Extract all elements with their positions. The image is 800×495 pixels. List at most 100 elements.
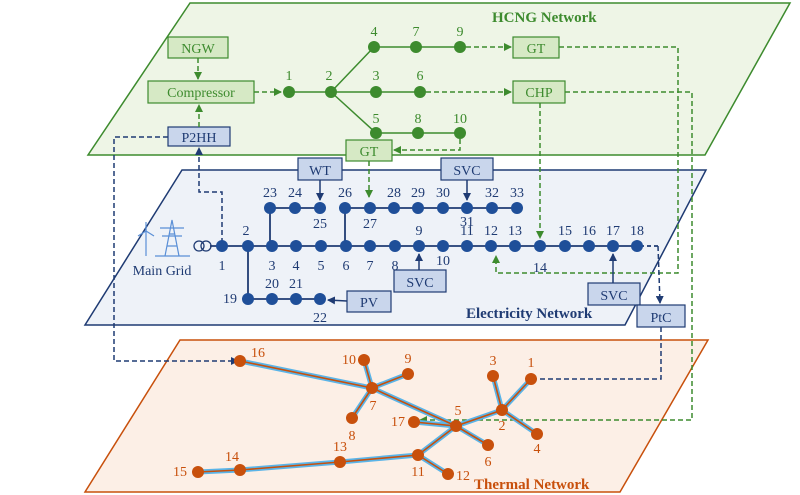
heat-node-14 (234, 464, 246, 476)
wt-label: WT (309, 164, 331, 179)
bus-14 (534, 240, 546, 252)
bus-27 (364, 202, 376, 214)
bus-14-label: 14 (533, 261, 547, 276)
bus-28-label: 28 (387, 186, 401, 201)
bus-6 (340, 240, 352, 252)
heat-node-9-label: 9 (405, 352, 412, 367)
bus-20 (266, 293, 278, 305)
gas-node-8 (412, 127, 424, 139)
gt-top-label: GT (527, 42, 546, 57)
gas-node-5-label: 5 (373, 112, 380, 127)
gt-bottom-label: GT (360, 145, 379, 160)
pv-box: PV (346, 290, 392, 313)
bus-10 (437, 240, 449, 252)
heat-node-9 (402, 368, 414, 380)
electricity-bus-labels: 1 2 3 4 5 6 7 8 9 10 11 12 13 14 15 16 1… (219, 186, 645, 326)
bus-15-label: 15 (558, 224, 572, 239)
bus-31-label: 31 (460, 215, 474, 230)
chp-box: CHP (512, 80, 566, 104)
svc-right-label: SVC (600, 289, 627, 304)
bus-28 (388, 202, 400, 214)
gas-node-3-label: 3 (373, 69, 380, 84)
bus-32 (486, 202, 498, 214)
bus-9-label: 9 (416, 224, 423, 239)
heat-node-8 (346, 412, 358, 424)
electricity-buses (216, 202, 643, 305)
bus-9 (413, 240, 425, 252)
bus-4-label: 4 (293, 259, 300, 274)
bus-18-label: 18 (630, 224, 644, 239)
transformer-icon (193, 240, 212, 252)
electricity-network-title: Electricity Network (466, 306, 593, 322)
gas-energy-flows (194, 43, 693, 424)
bus-4 (290, 240, 302, 252)
hcng-network-title: HCNG Network (492, 10, 597, 26)
power-to-hydrogen-flows (113, 136, 239, 365)
bus-25 (314, 202, 326, 214)
svc-right-box: SVC (587, 282, 641, 306)
bus-7-label: 7 (367, 259, 374, 274)
gas-node-10 (454, 127, 466, 139)
gas-node-9-label: 9 (457, 25, 464, 40)
gas-node-2 (325, 86, 337, 98)
bus-22-label: 22 (313, 311, 327, 326)
gas-node-6-label: 6 (417, 69, 424, 84)
svc-top-label: SVC (453, 164, 480, 179)
gas-node-8-label: 8 (415, 112, 422, 127)
bus-30-label: 30 (436, 186, 450, 201)
gas-node-1-label: 1 (286, 69, 293, 84)
hcng-plane (86, 2, 792, 156)
bus-29 (412, 202, 424, 214)
wt-box: WT (297, 157, 343, 181)
electric-device-flows (316, 180, 617, 305)
bus-23-label: 23 (263, 186, 277, 201)
bus-16-label: 16 (582, 224, 596, 239)
bus-25-label: 25 (313, 217, 327, 232)
heat-node-3 (487, 370, 499, 382)
heat-node-2-label: 2 (499, 419, 506, 434)
power-to-heat-flows (526, 245, 664, 383)
ptc-box: PtC (636, 304, 686, 328)
heat-node-16 (234, 355, 246, 367)
compressor-label: Compressor (167, 86, 235, 101)
bus-13 (509, 240, 521, 252)
main-grid-icon (137, 219, 190, 257)
bus-13-label: 13 (508, 224, 522, 239)
heat-node-12-label: 12 (456, 469, 470, 484)
bus-8-label: 8 (392, 259, 399, 274)
heat-node-6-label: 6 (485, 455, 492, 470)
bus-31 (461, 202, 473, 214)
thermal-node-labels: 1 2 3 4 5 6 7 8 9 10 11 12 13 14 15 16 1… (173, 346, 541, 484)
heat-node-13-label: 13 (333, 440, 347, 455)
bus-5 (315, 240, 327, 252)
heat-node-11 (412, 449, 424, 461)
heat-node-10 (358, 354, 370, 366)
heat-node-17 (408, 416, 420, 428)
main-grid-label: Main Grid (133, 264, 192, 279)
bus-33 (511, 202, 523, 214)
pv-label: PV (360, 296, 378, 311)
bus-21 (290, 293, 302, 305)
heat-node-5-label: 5 (455, 404, 462, 419)
heat-node-12 (442, 468, 454, 480)
bus-20-label: 20 (265, 277, 279, 292)
gas-node-2-label: 2 (326, 69, 333, 84)
heat-node-15 (192, 466, 204, 478)
compressor-box: Compressor (147, 80, 255, 104)
bus-24 (289, 202, 301, 214)
p2hh-label: P2HH (181, 131, 216, 146)
gas-node-7-label: 7 (413, 25, 420, 40)
bus-23 (264, 202, 276, 214)
gt-bottom-box: GT (345, 139, 393, 162)
bus-11-label: 11 (460, 224, 473, 239)
heat-node-4 (531, 428, 543, 440)
thermal-plane (83, 339, 710, 493)
bus-26 (339, 202, 351, 214)
bus-10-label: 10 (436, 254, 450, 269)
bus-19 (242, 293, 254, 305)
bus-30 (437, 202, 449, 214)
bus-19-label: 19 (223, 292, 237, 307)
heat-node-6 (482, 439, 494, 451)
gas-node-3 (370, 86, 382, 98)
